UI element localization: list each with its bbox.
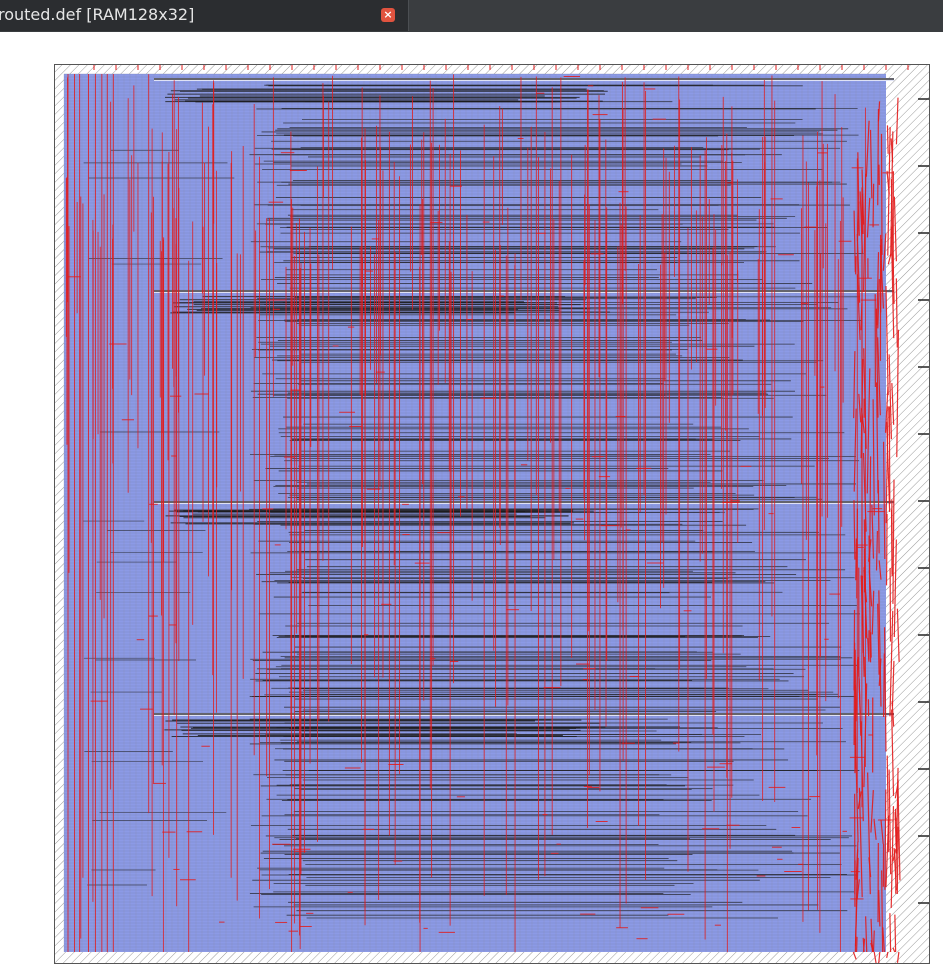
metal-v-wire xyxy=(873,930,874,952)
metal-v-wire xyxy=(878,109,879,205)
metal-v-wire xyxy=(854,500,855,559)
metal-v-wire xyxy=(887,514,888,585)
close-icon[interactable]: × xyxy=(381,8,395,22)
metal-v-wire xyxy=(871,632,872,657)
metal-v-wire xyxy=(890,913,891,952)
routed-layout[interactable] xyxy=(54,64,930,964)
tab-title: routed.def [RAM128x32] xyxy=(0,5,194,24)
metal-v-wire xyxy=(857,509,858,599)
tab-bar: routed.def [RAM128x32] × xyxy=(0,0,943,33)
metal-v-wire xyxy=(873,184,874,228)
metal-v-wire xyxy=(884,653,885,717)
metal-v-wire xyxy=(892,509,893,574)
layout-canvas[interactable] xyxy=(0,32,943,956)
metal-v-wire xyxy=(881,134,882,255)
metal-v-wire xyxy=(854,643,855,745)
metal-v-wire xyxy=(887,125,888,153)
tab-routed-def[interactable]: routed.def [RAM128x32] × xyxy=(0,0,409,31)
metal-v-wire xyxy=(895,915,896,952)
chip-layout-view[interactable] xyxy=(54,64,930,964)
